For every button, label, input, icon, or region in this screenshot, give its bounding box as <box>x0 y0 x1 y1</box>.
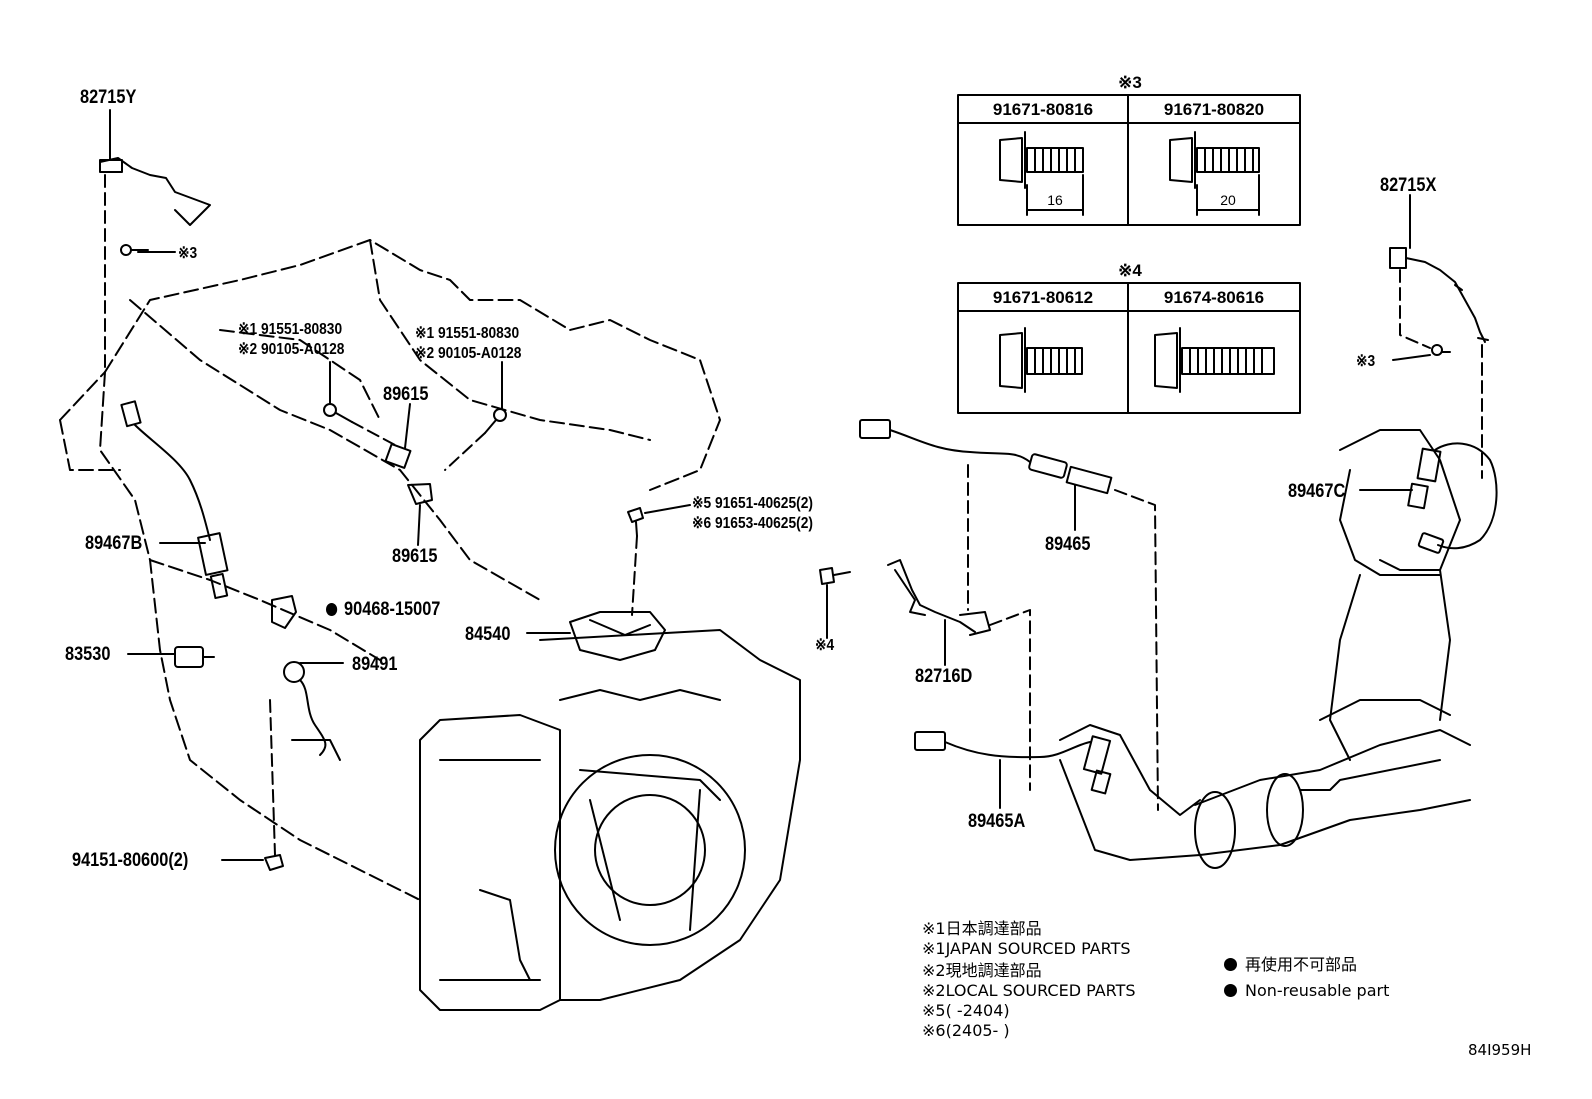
table-ref3-col2: 91671-80820 <box>1163 100 1265 119</box>
sensor-89491-art <box>283 661 341 761</box>
leader-ref3b <box>1392 354 1431 361</box>
nut-94151-art <box>264 854 284 871</box>
sensor-89467C-art <box>1407 442 1498 554</box>
bolt-80612-art <box>999 327 1083 393</box>
legend-en-text: Non-reusable part <box>1245 981 1390 1000</box>
label-bolt5: ※5 91651-40625(2) <box>692 495 813 512</box>
table-ref4-col1: 91671-80612 <box>992 288 1094 307</box>
note-japan-en: ※1JAPAN SOURCED PARTS <box>922 939 1131 958</box>
bolt-right-art <box>484 408 507 434</box>
label-89615-lower: 89615 <box>392 546 438 567</box>
label-bolt2-left: ※2 90105-A0128 <box>238 341 345 358</box>
dash-82716D <box>989 609 1031 791</box>
label-ref4-bolt: ※4 <box>815 637 835 654</box>
dash-82715X-a <box>1399 269 1431 349</box>
note-ref6: ※6(2405- ) <box>922 1021 1010 1040</box>
engine-outline <box>59 239 721 901</box>
legend-dot-icon <box>1224 958 1237 971</box>
note-local-jp: ※2現地調達部品 <box>922 961 1042 980</box>
label-89465A: 89465A <box>968 811 1026 832</box>
label-bolt1-right: ※1 91551-80830 <box>415 325 520 342</box>
bolt-91651-art <box>627 507 644 537</box>
dimension-20: 20 <box>1220 192 1236 208</box>
switch-84540-art <box>569 611 666 661</box>
exhaust-pipe <box>1059 429 1471 869</box>
bracket-82715Y-art <box>99 157 211 256</box>
dash-bolt-left <box>351 421 396 446</box>
leader-bolt5 <box>644 504 691 514</box>
note-japan-jp: ※1日本調達部品 <box>922 919 1042 938</box>
leader-89615a <box>404 403 411 449</box>
label-90468: 90468-15007 <box>326 600 440 619</box>
bolt-left-art <box>323 403 353 423</box>
dash-84540 <box>631 535 638 616</box>
leader-89615b <box>417 504 421 546</box>
dash-94151 <box>269 699 276 856</box>
table-ref4-col2: 91674-80616 <box>1163 288 1265 307</box>
label-82715Y: 82715Y <box>80 87 137 108</box>
legend-dot-icon-2 <box>1224 984 1237 997</box>
label-bolt1-left: ※1 91551-80830 <box>238 321 343 338</box>
label-82715X: 82715X <box>1380 175 1437 196</box>
label-89465: 89465 <box>1045 534 1091 555</box>
label-89467C: 89467C <box>1288 481 1346 502</box>
non-reusable-dot-icon <box>326 603 338 616</box>
label-83530: 83530 <box>65 644 111 665</box>
sensor-89465A-art <box>914 731 1112 795</box>
label-82716D: 82716D <box>915 666 973 687</box>
note-ref5: ※5( -2404) <box>922 1001 1010 1020</box>
dash-bolt-right <box>444 432 486 471</box>
bolt-ref4-art <box>819 567 851 585</box>
label-94151: 94151-80600(2) <box>72 850 189 871</box>
table-ref3-title: ※3 <box>1118 73 1142 92</box>
table-ref4-grid <box>957 282 1301 414</box>
bracket-82716D-art <box>887 559 991 636</box>
label-ref3-left: ※3 <box>178 245 198 262</box>
label-84540: 84540 <box>465 624 511 645</box>
diagram-id: 84I959H <box>1468 1041 1532 1059</box>
transaxle <box>419 629 801 1011</box>
sensor-89465-art <box>859 419 1113 495</box>
table-ref4-title: ※4 <box>1118 261 1142 280</box>
bolt-80820-art <box>1169 131 1260 216</box>
label-89467B: 89467B <box>85 533 143 554</box>
sensor-83530-art <box>174 646 215 668</box>
sensor-89467B-art <box>120 400 229 600</box>
table-ref3-grid <box>957 94 1301 226</box>
clip-90468-art <box>271 595 297 629</box>
label-89615-upper: 89615 <box>383 384 429 405</box>
label-bolt2-right: ※2 90105-A0128 <box>415 345 522 362</box>
bolt-80816-art <box>999 131 1084 216</box>
bolt-80616-art <box>1154 327 1275 393</box>
table-ref3-col1: 91671-80816 <box>992 100 1094 119</box>
note-local-en: ※2LOCAL SOURCED PARTS <box>922 981 1136 1000</box>
sensor-89615-art <box>384 443 433 505</box>
label-89491: 89491 <box>352 654 398 675</box>
dash-89465 <box>1114 489 1159 811</box>
legend-non-reusable-en: Non-reusable part <box>1224 983 1389 999</box>
legend-jp-text: 再使用不可部品 <box>1245 955 1358 974</box>
label-ref3-right: ※3 <box>1356 353 1376 370</box>
legend-non-reusable-jp: 再使用不可部品 <box>1224 957 1357 973</box>
dimension-16: 16 <box>1047 192 1063 208</box>
bracket-82715X-art <box>1389 247 1489 356</box>
label-90468-text: 90468-15007 <box>344 599 441 620</box>
label-bolt6: ※6 91653-40625(2) <box>692 515 813 532</box>
